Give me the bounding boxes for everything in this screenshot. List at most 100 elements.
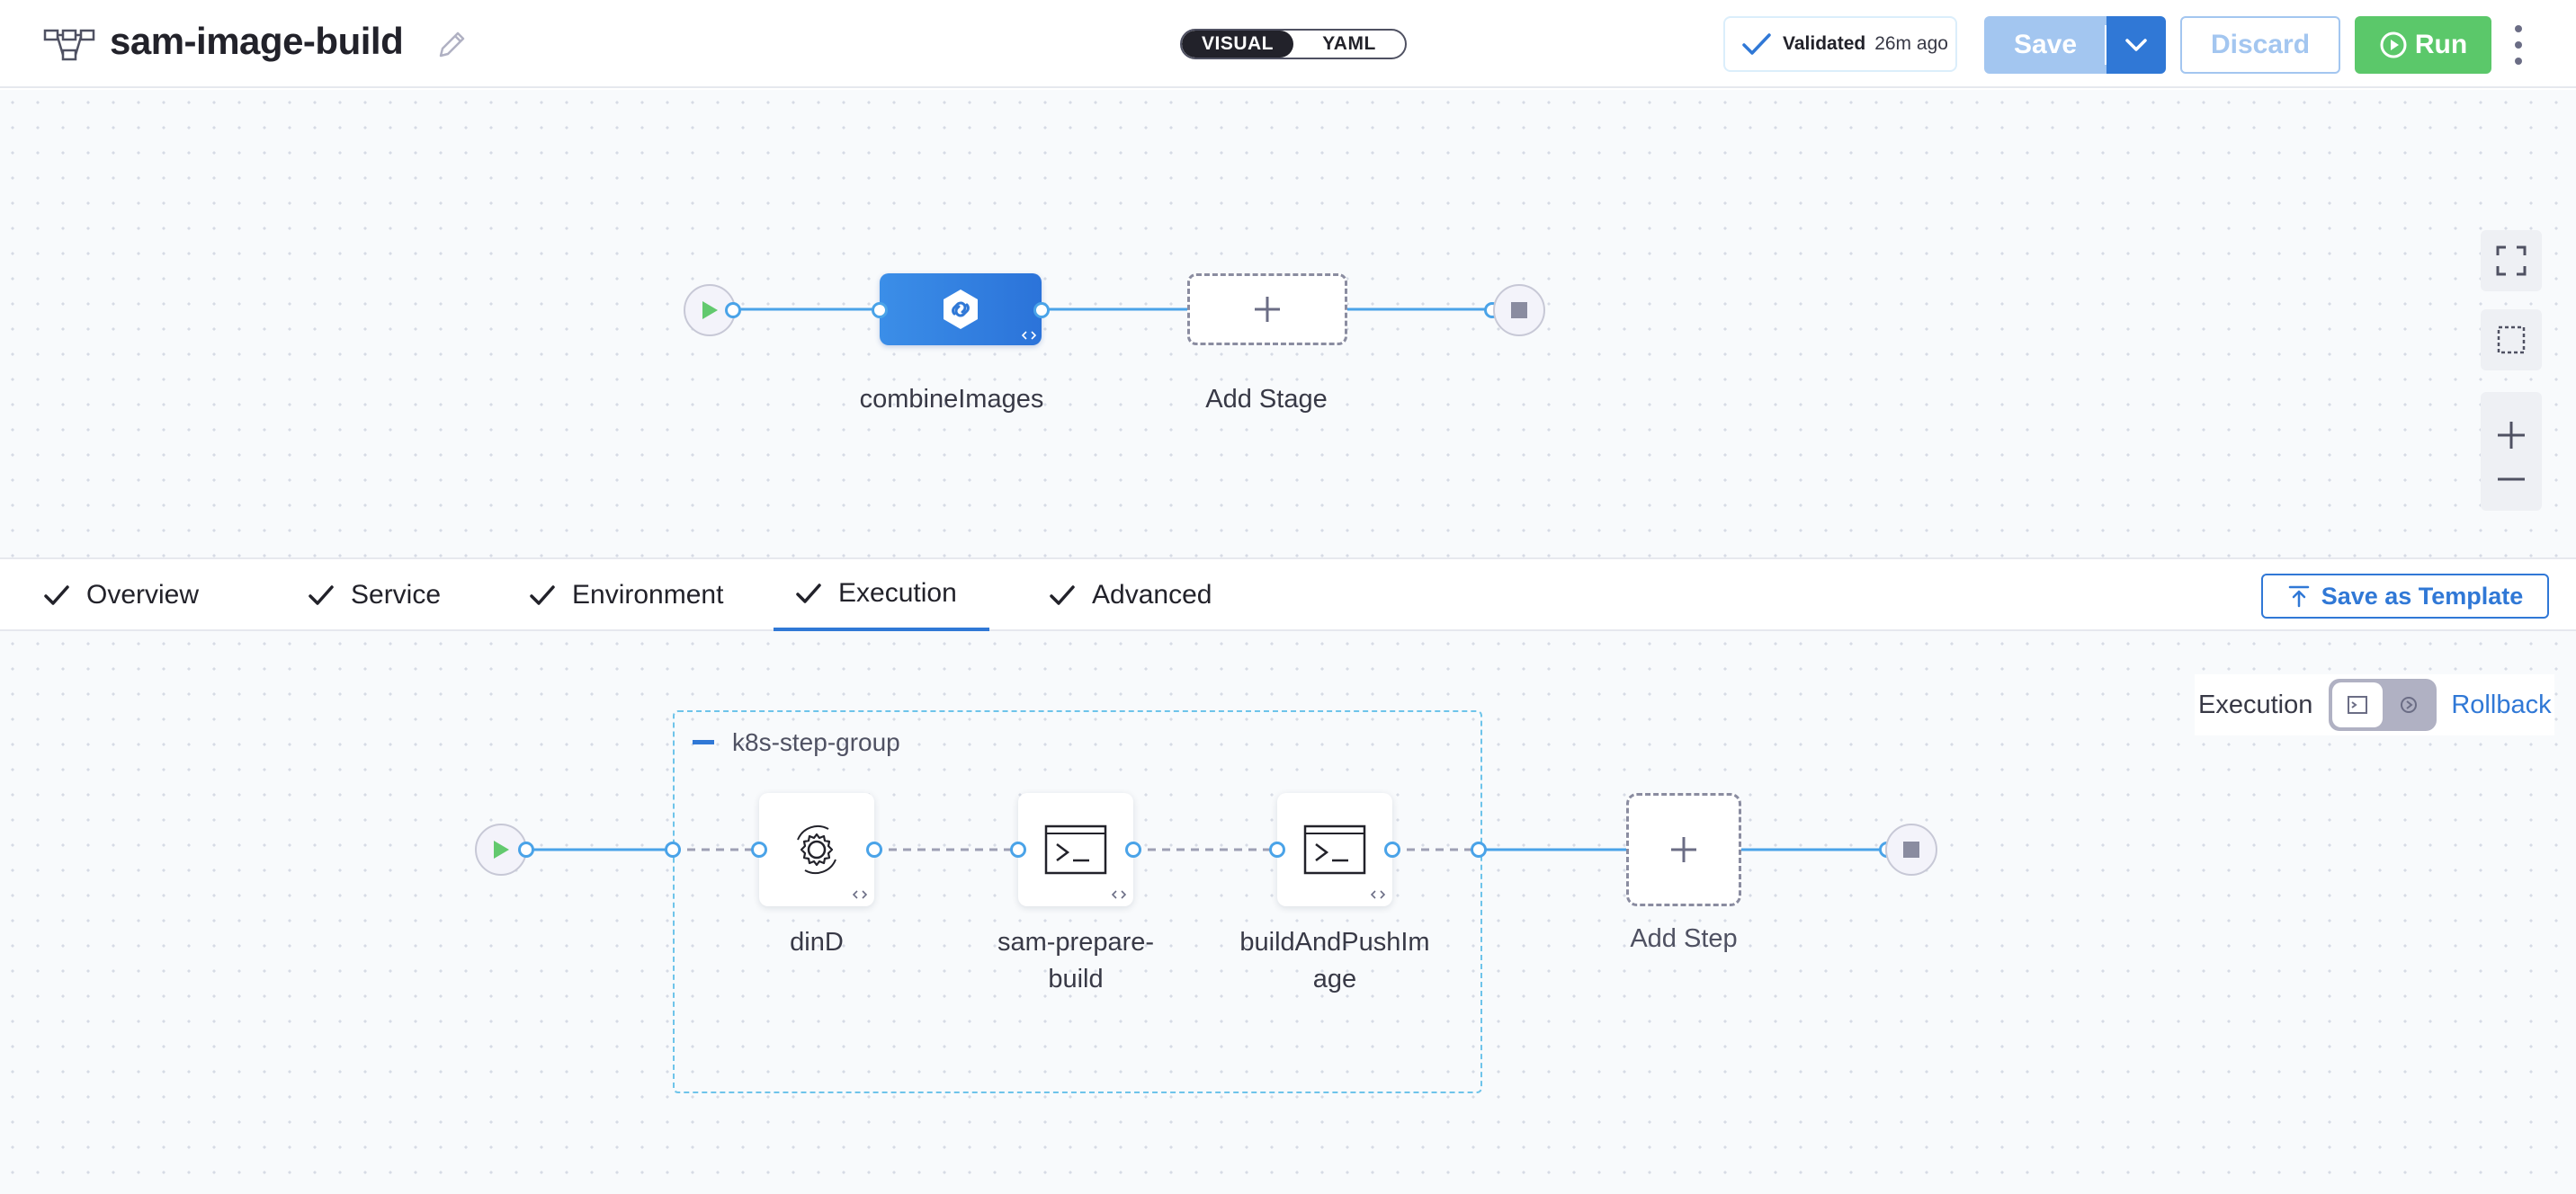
collapse-icon[interactable]	[693, 740, 714, 745]
rollback-icon	[2401, 697, 2418, 713]
tab-label: Advanced	[1092, 580, 1212, 610]
execution-rollback-switch[interactable]	[2329, 679, 2437, 731]
link-icon	[944, 290, 978, 329]
save-options-button[interactable]	[2106, 16, 2166, 74]
stop-icon	[1903, 842, 1919, 858]
tab-label: Environment	[572, 580, 724, 610]
visual-yaml-toggle[interactable]: VISUAL YAML	[1180, 29, 1407, 59]
step-label-line1: sam-prepare-	[997, 928, 1155, 957]
step-node-sam-prepare-build[interactable]	[1018, 793, 1133, 906]
terminal-icon	[1044, 824, 1107, 875]
tab-label: Execution	[838, 578, 957, 608]
step-label-line2: build	[1048, 965, 1104, 994]
more-options-icon[interactable]	[2509, 25, 2527, 65]
stage-tabs: Overview Service Environment Execution A…	[0, 557, 2576, 631]
connector-port	[751, 842, 767, 858]
check-icon	[1742, 33, 1771, 55]
play-icon	[702, 301, 718, 319]
tab-execution[interactable]: Execution	[774, 559, 989, 631]
pipeline-title: sam-image-build	[110, 20, 404, 62]
connector-port	[1125, 842, 1141, 858]
code-icon	[1371, 890, 1385, 899]
save-button[interactable]: Save	[1984, 16, 2106, 74]
connector-port	[665, 842, 681, 858]
tab-advanced[interactable]: Advanced	[1049, 559, 1212, 631]
pipeline-stage-canvas: combineImages Add Stage	[0, 90, 2576, 557]
add-stage-button[interactable]	[1187, 273, 1347, 345]
save-as-template-label: Save as Template	[2321, 582, 2524, 610]
stage-label: combineImages	[859, 385, 1044, 414]
selection-icon	[2497, 325, 2526, 354]
tab-overview[interactable]: Overview	[43, 559, 199, 631]
pipeline-end-node	[1493, 284, 1545, 336]
edit-pencil-icon[interactable]	[434, 27, 470, 63]
pipeline-icon	[43, 29, 95, 61]
save-divider	[2105, 25, 2106, 65]
step-node-dinD[interactable]	[759, 793, 874, 906]
code-icon	[1022, 331, 1036, 340]
chevron-down-icon	[2125, 39, 2147, 51]
expand-icon	[2496, 245, 2527, 276]
pipeline-header: sam-image-build VISUAL YAML Validated 26…	[0, 0, 2576, 88]
code-icon	[853, 890, 867, 899]
validation-status[interactable]: Validated 26m ago	[1723, 16, 1957, 72]
gear-icon	[797, 824, 836, 875]
step-label-line2: age	[1312, 965, 1357, 994]
stage-connectors	[734, 307, 1493, 311]
fullscreen-button[interactable]	[2481, 230, 2542, 291]
connector-port	[1384, 842, 1400, 858]
add-step-button[interactable]	[1626, 793, 1741, 906]
step-group-container[interactable]	[673, 710, 1482, 1093]
run-button[interactable]: Run	[2355, 16, 2491, 74]
plus-icon	[1255, 297, 1280, 322]
run-label: Run	[2414, 30, 2468, 59]
zoom-controls	[2481, 392, 2542, 511]
step-label-line1: buildAndPushIm	[1239, 928, 1430, 957]
execution-view-option[interactable]	[2332, 682, 2384, 727]
connector-port	[872, 302, 888, 318]
execution-connectors	[527, 848, 1887, 851]
visual-mode-button[interactable]: VISUAL	[1182, 31, 1293, 58]
add-stage-label: Add Stage	[1205, 385, 1328, 414]
discard-button[interactable]: Discard	[2180, 16, 2340, 74]
connector-port	[725, 302, 741, 318]
connector-port	[1269, 842, 1285, 858]
stage-node-combineImages[interactable]	[880, 273, 1042, 345]
check-icon	[44, 585, 69, 605]
tab-label: Overview	[86, 580, 200, 610]
play-circle-icon	[2380, 31, 2407, 58]
execution-icon	[2348, 696, 2368, 714]
yaml-mode-button[interactable]: YAML	[1322, 33, 1376, 54]
zoom-in-icon[interactable]	[2495, 419, 2527, 451]
stop-icon	[1511, 302, 1527, 318]
rollback-link[interactable]: Rollback	[2451, 690, 2552, 719]
step-group-title: k8s-step-group	[732, 728, 900, 756]
step-node-buildAndPushImage[interactable]	[1277, 793, 1392, 906]
tab-service[interactable]: Service	[308, 559, 441, 631]
zoom-out-icon[interactable]	[2495, 475, 2527, 484]
step-label-line1: dinD	[790, 928, 844, 957]
tab-environment[interactable]: Environment	[529, 559, 723, 631]
connector-port	[866, 842, 882, 858]
check-icon	[796, 584, 821, 603]
rollback-view-option[interactable]	[2388, 682, 2429, 727]
terminal-icon	[1303, 824, 1366, 875]
play-icon	[494, 841, 509, 859]
code-icon	[1112, 890, 1126, 899]
check-icon	[309, 585, 334, 605]
plus-icon	[1671, 837, 1696, 862]
execution-rollback-toggle: Execution Rollback	[2195, 674, 2554, 735]
connector-port	[1033, 302, 1050, 318]
connector-port	[1471, 842, 1487, 858]
fit-to-screen-button[interactable]	[2481, 309, 2542, 370]
execution-toggle-label: Execution	[2198, 690, 2313, 719]
tab-label: Service	[351, 580, 442, 610]
check-icon	[1050, 585, 1075, 605]
connector-port	[518, 842, 534, 858]
save-as-template-button[interactable]: Save as Template	[2261, 574, 2549, 619]
add-step-label: Add Step	[1630, 924, 1738, 953]
upload-icon	[2288, 585, 2309, 608]
connector-port	[1010, 842, 1026, 858]
check-icon	[530, 585, 555, 605]
execution-end-node	[1885, 824, 1937, 876]
